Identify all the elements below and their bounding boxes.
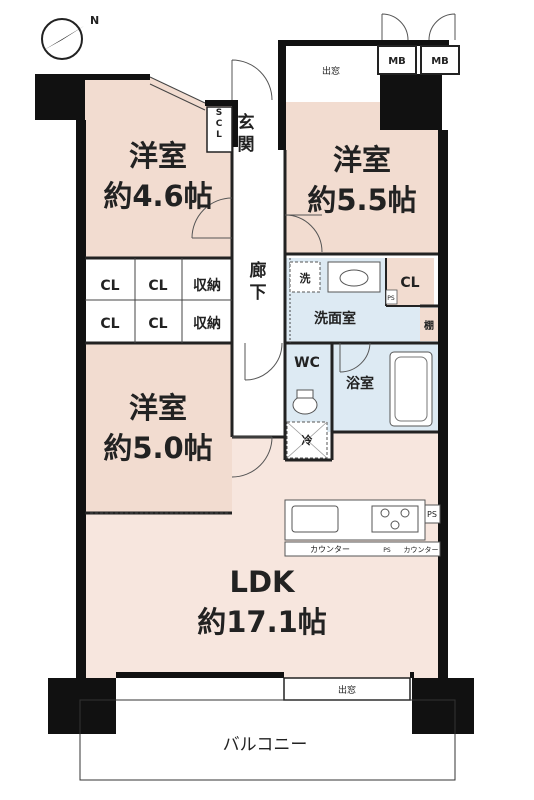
label-washroom: 洗面室 xyxy=(314,310,356,327)
label-bay-window-bottom: 出窓 xyxy=(338,684,356,696)
mb-box-1 xyxy=(377,45,417,75)
compass-needle-icon xyxy=(44,26,84,50)
label-entrance-1: 玄 xyxy=(238,112,255,133)
room-west-upper-size: 約4.6帖 xyxy=(103,179,212,213)
toilet xyxy=(292,395,318,415)
label-balcony: バルコニー xyxy=(223,735,308,755)
label-washer: 洗 xyxy=(300,271,311,285)
room-east-upper-name: 洋室 xyxy=(333,143,391,177)
washer-space xyxy=(289,261,321,293)
label-bay-window-top: 出窓 xyxy=(322,65,340,77)
bay-window-top-fill xyxy=(285,44,378,100)
ps-small xyxy=(385,289,398,305)
label-mb-1: MB xyxy=(388,56,406,67)
label-fridge: 冷 xyxy=(302,433,313,447)
label-closet-3: CL xyxy=(100,316,119,332)
room-east-upper-size: 約5.5帖 xyxy=(307,183,416,217)
label-closet-washroom: CL xyxy=(400,275,419,291)
walls xyxy=(35,40,474,734)
compass: N xyxy=(41,14,99,60)
label-ps-kitchen: PS xyxy=(427,510,437,519)
label-closet-2: CL xyxy=(148,278,167,294)
label-corridor-2: 下 xyxy=(250,283,267,303)
label-counter-2: カウンター xyxy=(404,545,439,554)
label-closet-4: CL xyxy=(148,316,167,332)
ps-kitchen xyxy=(424,504,441,524)
label-ps-washroom: PS xyxy=(387,295,395,302)
shoe-closet-box xyxy=(206,106,233,153)
room-ldk-fill xyxy=(85,432,438,678)
room-west-upper-fill xyxy=(85,77,232,258)
label-ps-counter: PS xyxy=(383,547,391,554)
cooktop xyxy=(371,505,419,533)
mb-box-2 xyxy=(420,45,460,75)
room-west-upper-name: 洋室 xyxy=(129,139,187,173)
room-fills xyxy=(85,44,438,678)
structures xyxy=(79,45,460,781)
label-wc: WC xyxy=(294,355,320,371)
label-shelf: 棚 xyxy=(424,319,434,332)
label-corridor-1: 廊 xyxy=(250,260,267,281)
wash-basin xyxy=(327,261,381,293)
compass-circle xyxy=(41,18,83,60)
room-west-lower-size: 約5.0帖 xyxy=(103,431,212,465)
label-counter-1: カウンター xyxy=(310,545,350,554)
bathtub xyxy=(389,351,433,427)
label-storage-2: 収納 xyxy=(193,315,221,332)
compass-label: N xyxy=(90,14,99,27)
label-storage-1: 収納 xyxy=(193,277,221,294)
counter-strip xyxy=(284,541,441,557)
room-ldk-name: LDK xyxy=(229,565,296,599)
label-bath: 浴室 xyxy=(346,375,374,392)
room-labels: 洋室 約4.6帖 洋室 約5.5帖 洋室 約5.0帖 LDK 約17.1帖 xyxy=(103,139,416,639)
label-closet-1: CL xyxy=(100,278,119,294)
door-swings xyxy=(191,13,456,478)
balcony-area xyxy=(79,699,456,781)
kitchen-sink xyxy=(291,505,339,533)
label-entrance-2: 関 xyxy=(238,135,255,155)
room-west-lower-fill xyxy=(85,343,232,513)
interior-walls xyxy=(85,147,438,515)
room-west-lower-name: 洋室 xyxy=(129,391,187,425)
shelf-fill xyxy=(420,308,438,341)
label-mb-2: MB xyxy=(431,56,449,67)
room-ldk-size: 約17.1帖 xyxy=(197,605,327,639)
room-wc-fill xyxy=(285,343,332,432)
